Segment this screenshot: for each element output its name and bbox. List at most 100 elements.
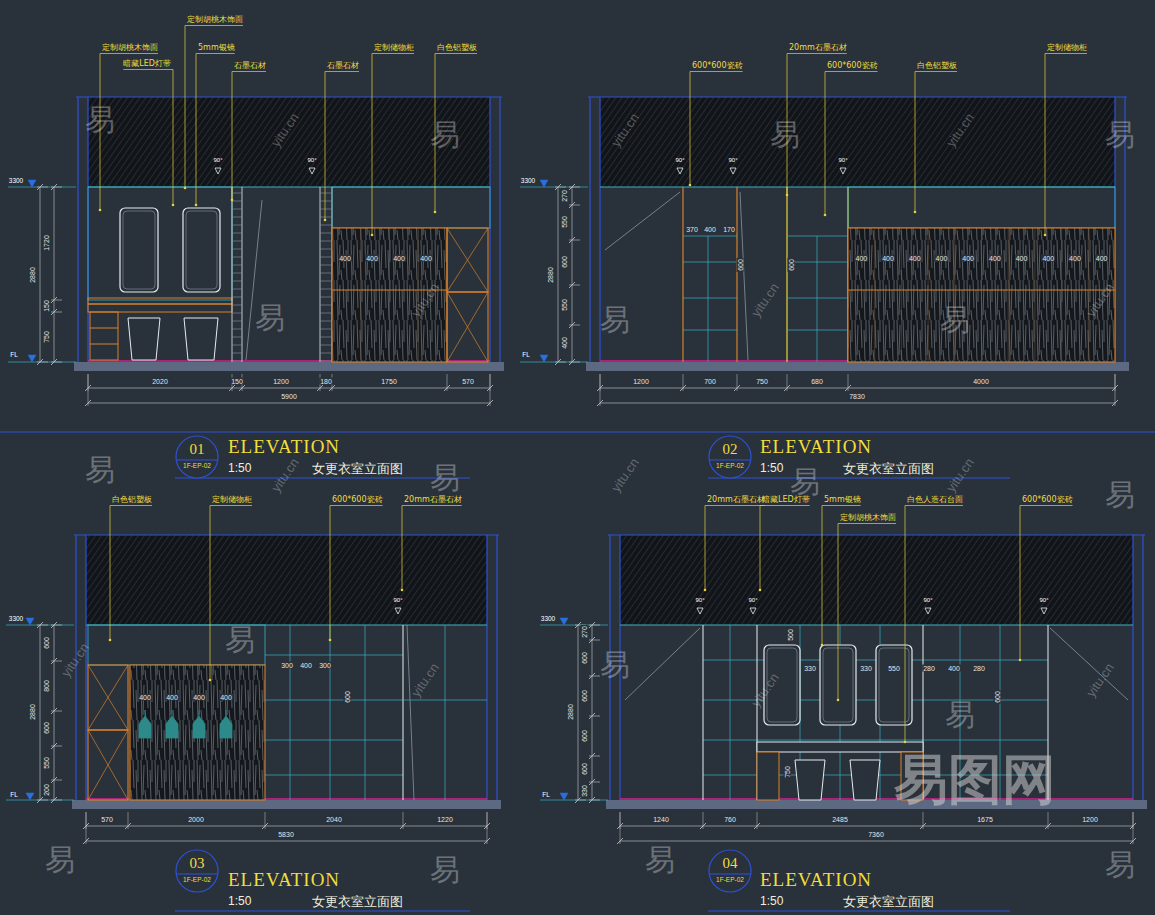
callout-note: 石墨石材 [234, 62, 266, 70]
drawing-line [1061, 228, 1062, 362]
drawing-line [683, 298, 737, 299]
drawing-line [232, 72, 233, 201]
drawing-line [51, 312, 62, 313]
dimension-value: 370 [685, 226, 699, 233]
drawing-line [822, 506, 823, 646]
drawing-name: 女更衣室立面图 [312, 462, 403, 475]
drawing-line [736, 187, 737, 362]
drawing-line [589, 637, 595, 643]
drawing-line [575, 797, 581, 803]
drawing-line [123, 211, 155, 289]
drawing-line [232, 281, 242, 282]
drawing-line [784, 385, 790, 391]
drawing-line [324, 219, 327, 222]
drawing-line [265, 740, 403, 741]
beam-angle: 90° [1039, 597, 1048, 603]
drawing-line [175, 911, 470, 912]
drawing-line [242, 187, 243, 362]
drawing-line [754, 823, 760, 829]
watermark: yitu.cn [409, 661, 441, 699]
drawing-line [484, 838, 490, 844]
dimension-value: 280 [972, 665, 986, 672]
elevation-frame [520, 97, 1129, 406]
drawing-line [1019, 659, 1022, 662]
drawing-line [26, 618, 34, 625]
drawing-line [332, 228, 447, 362]
watermark: yitu.cn [749, 281, 781, 319]
drawing-line [186, 211, 217, 289]
drawing-line [496, 535, 497, 800]
dimension-value: 400 [947, 665, 961, 672]
drawing-line [407, 625, 414, 800]
dimension-value: 180 [319, 378, 333, 385]
drawing-line [320, 225, 332, 226]
drawing-line [8, 187, 76, 188]
drawing-line [120, 208, 158, 292]
drawing-line [520, 187, 588, 188]
drawing-line [37, 359, 43, 365]
drawing-line [51, 708, 57, 714]
watermark: 易 [790, 467, 820, 497]
dimension-value: 1200 [632, 378, 650, 385]
drawing-line [848, 228, 1115, 362]
dimension-value: 400 [392, 255, 406, 262]
dimension-value: 400 [935, 255, 949, 262]
drawing-line [320, 297, 332, 298]
drawing-line [110, 506, 111, 641]
drawing-line [540, 355, 548, 362]
drawing-line [320, 361, 332, 362]
beam-angle: 90° [675, 157, 684, 163]
dimension-value: 1240 [652, 816, 670, 823]
drawing-line [1050, 628, 1128, 700]
drawing-line [232, 361, 242, 362]
callout-note: 石墨石材 [327, 62, 359, 70]
dimension-value: 600 [344, 690, 351, 704]
drawing-line [83, 838, 89, 844]
watermark: yitu.cn [269, 456, 301, 494]
drawing-line [320, 265, 332, 266]
title-rules [0, 432, 1155, 911]
drawing-line [589, 640, 600, 641]
drawing-line [705, 505, 765, 506]
drawing-line [981, 228, 982, 362]
dimension-value: 600 [581, 762, 588, 776]
drawing-line [617, 838, 623, 844]
drawing-line [703, 740, 1048, 741]
drawing-line [320, 321, 332, 322]
dimension-value: 550 [561, 298, 568, 312]
drawing-line [705, 506, 706, 591]
drawing-line [915, 71, 957, 72]
drawing-line [51, 622, 57, 628]
drawing-line [837, 699, 840, 702]
dimension-value: 600 [43, 636, 50, 650]
drawing-line [232, 209, 242, 210]
dimension-value: 600 [581, 729, 588, 743]
drawing-line [220, 710, 232, 738]
drawing-line [838, 523, 896, 524]
level-mark: FL [10, 792, 18, 799]
level-mark: 3300 [541, 616, 555, 623]
drawing-line [876, 645, 912, 725]
drawing-line [172, 204, 175, 207]
drawing-line [166, 710, 178, 738]
drawing-line [74, 362, 504, 371]
drawing-name: 女更衣室立面图 [843, 895, 934, 908]
dimension-value: 5900 [280, 393, 298, 400]
beam-angle: 90° [748, 597, 757, 603]
dimension-value: 750 [43, 330, 50, 344]
drawing-line [589, 753, 595, 759]
drawing-line [232, 353, 242, 354]
drawing-line [589, 782, 600, 783]
drawing-line [1020, 506, 1021, 661]
drawing-line [620, 625, 1133, 626]
drawing-line [215, 168, 221, 174]
drawing-line [320, 201, 332, 202]
drawing-line [572, 187, 573, 362]
watermark: 易 [645, 845, 675, 875]
drawing-line [109, 639, 112, 642]
dimension-value: 400 [961, 255, 975, 262]
drawing-line [320, 337, 332, 338]
drawing-line [840, 168, 846, 174]
elevation-frame [8, 97, 504, 406]
drawing-line [320, 233, 332, 234]
